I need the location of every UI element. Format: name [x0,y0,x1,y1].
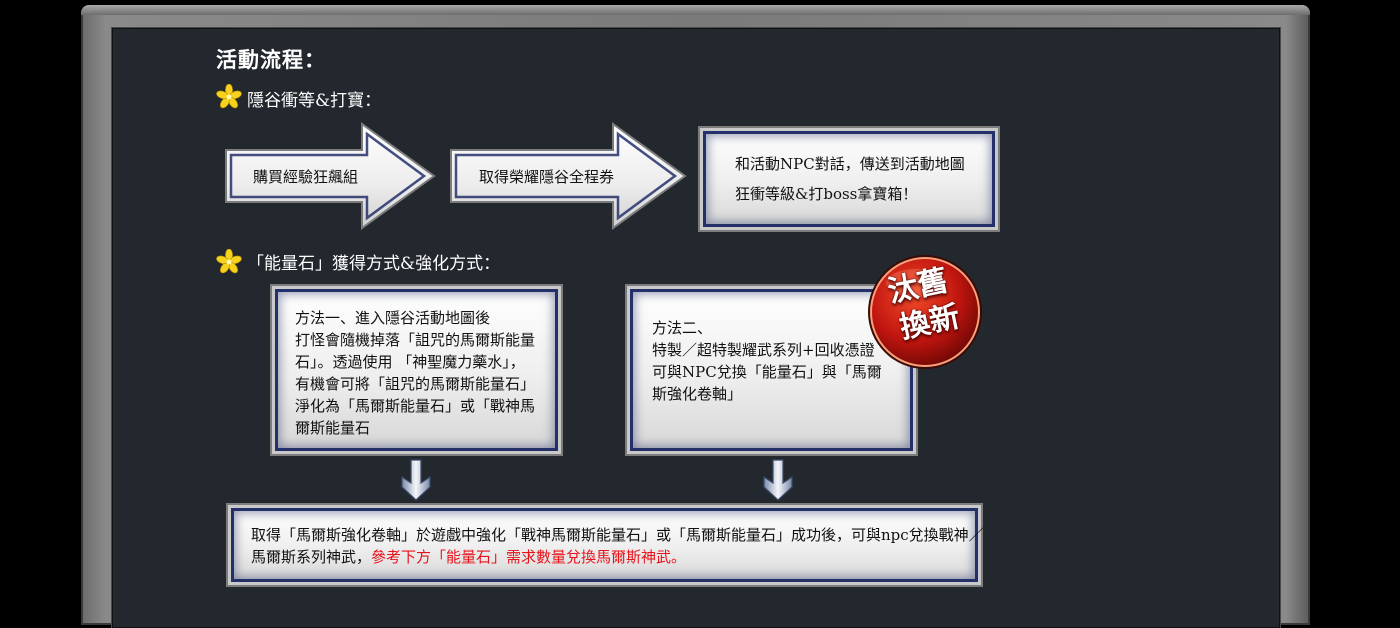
star-icon [216,249,242,274]
method1-line-6: 爾斯能量石 [295,419,371,437]
final-line-2: 馬爾斯系列神武，參考下方「能量石」需求數量兌換馬爾斯神武。 [251,546,686,568]
down-arrow-icon [763,459,793,501]
down-arrow-icon [401,459,431,501]
star-icon [216,84,242,109]
method2-line-4: 斯強化卷軸」 [652,385,743,403]
final-line-2-normal: 馬爾斯系列神武， [251,548,372,566]
result-line-2: 狂衝等級&打boss拿寶箱！ [735,185,918,203]
method2-line-1: 方法二、 [652,319,713,337]
final-line-1: 取得「馬爾斯強化卷軸」於遊戲中強化「戰神馬爾斯能量石」或「馬爾斯能量石」成功後，… [251,526,984,544]
result-line-1: 和活動NPC對話，傳送到活動地圖 [735,155,965,173]
step1-heading: 隱谷衝等&打寶： [247,91,382,111]
frame-top-bar [81,5,1310,15]
right-arrow-icon [225,122,436,230]
arrow1-label: 購買經驗狂飆組 [253,168,359,186]
method2-line-3: 可與NPC兌換「能量石」與「馬爾 [652,363,882,381]
step2-heading: 「能量石」獲得方式&強化方式： [247,254,501,274]
badge-icon [868,255,982,369]
method1-box: 方法一、進入隱谷活動地圖後 打怪會隨機掉落「詛咒的馬爾斯能量 石」。透過使用 「… [272,286,561,454]
method1-line-2: 打怪會隨機掉落「詛咒的馬爾斯能量 [295,331,536,349]
final-line-2-highlight: 參考下方「能量石」需求數量兌換馬爾斯神武。 [371,548,687,566]
final-box: 取得「馬爾斯強化卷軸」於遊戲中強化「戰神馬爾斯能量石」或「馬爾斯能量石」成功後，… [228,505,984,585]
method2-line-2: 特製／超特製耀武系列+回收憑證 [652,341,875,359]
method1-line-3: 石」。透過使用 「神聖魔力藥水」， [295,353,525,371]
section-title: 活動流程： [216,47,326,72]
method2-box: 方法二、 特製／超特製耀武系列+回收憑證 可與NPC兌換「能量石」與「馬爾 斯強… [627,286,916,454]
right-arrow-icon [450,122,687,230]
method1-line-5: 淨化為「馬爾斯能量石」或「戰神馬 [295,397,536,415]
arrow2-label: 取得榮耀隱谷全程券 [479,168,615,186]
method1-line-1: 方法一、進入隱谷活動地圖後 [295,309,491,327]
method1-line-4: 有機會可將「詛咒的馬爾斯能量石」 [295,375,536,393]
step1-result-box: 和活動NPC對話，傳送到活動地圖 狂衝等級&打boss拿寶箱！ [700,128,998,230]
